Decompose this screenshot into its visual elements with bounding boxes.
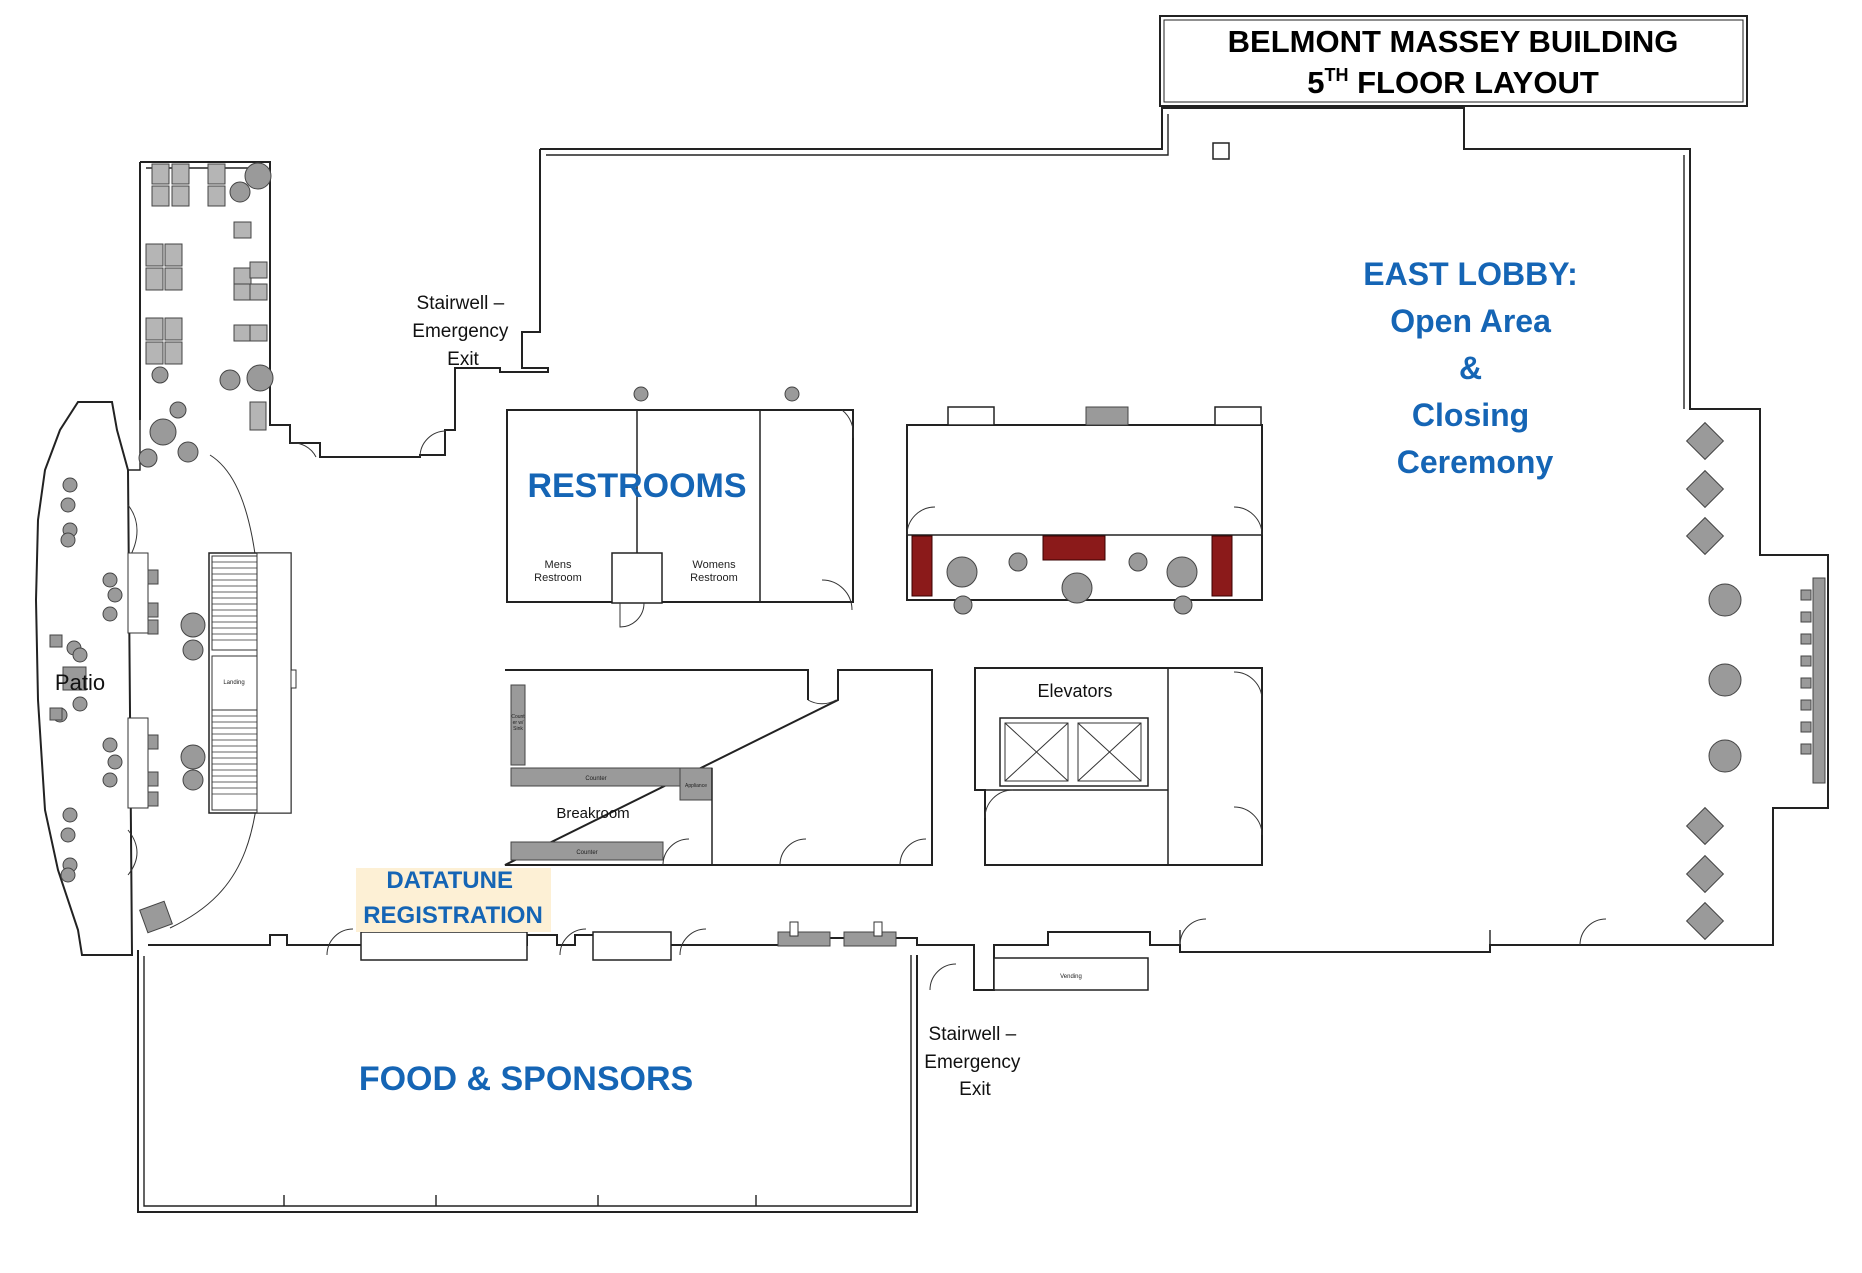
stairwell-south-label: Stairwell – Emergency Exit [924, 1024, 1025, 1100]
registration-area: DATATUNE REGISTRATION [356, 867, 551, 932]
stairwell-south: Stairwell – Emergency Exit [924, 963, 1025, 1100]
east-lobby: EAST LOBBY: Open Area & Closing Ceremony [1179, 256, 1826, 946]
lobby-seat-group-north [1685, 421, 1725, 556]
elevators-label: Elevators [1037, 681, 1112, 701]
counter-bottom-label: Counter [576, 850, 597, 856]
breakroom-label: Breakroom [556, 805, 629, 822]
food-sponsors-area: FOOD & SPONSORS [359, 1060, 693, 1098]
central-lounge [906, 406, 1263, 615]
appliance-label: Appliance [685, 783, 707, 789]
counter-top-label: Counter [585, 776, 606, 782]
vending-label: Vending [1060, 974, 1082, 980]
patio-area: Patio [34, 401, 263, 956]
northwest-seating [138, 162, 274, 934]
food-sponsors-label: FOOD & SPONSORS [359, 1060, 693, 1098]
stairwell-north-label: Stairwell – Emergency Exit [412, 293, 513, 370]
south-corridor: Vending [326, 921, 1082, 980]
title-block: BELMONT MASSEY BUILDING 5TH FLOOR LAYOUT [1159, 15, 1748, 107]
patio-label: Patio [55, 670, 105, 695]
landing-label: Landing [223, 680, 244, 686]
stairwell-north: Stairwell – Emergency Exit [289, 293, 513, 458]
title-line-2: 5TH FLOOR LAYOUT [1307, 65, 1599, 100]
east-lobby-label: EAST LOBBY: Open Area & Closing Ceremony [1363, 256, 1586, 480]
restrooms-label: RESTROOMS [527, 467, 746, 505]
elevator-block: Elevators [974, 667, 1263, 866]
title-line-1: BELMONT MASSEY BUILDING [1228, 24, 1679, 59]
registration-label: DATATUNE REGISTRATION [363, 867, 543, 929]
staircase: Landing [180, 552, 297, 814]
lobby-seat-group-south [1685, 806, 1725, 941]
